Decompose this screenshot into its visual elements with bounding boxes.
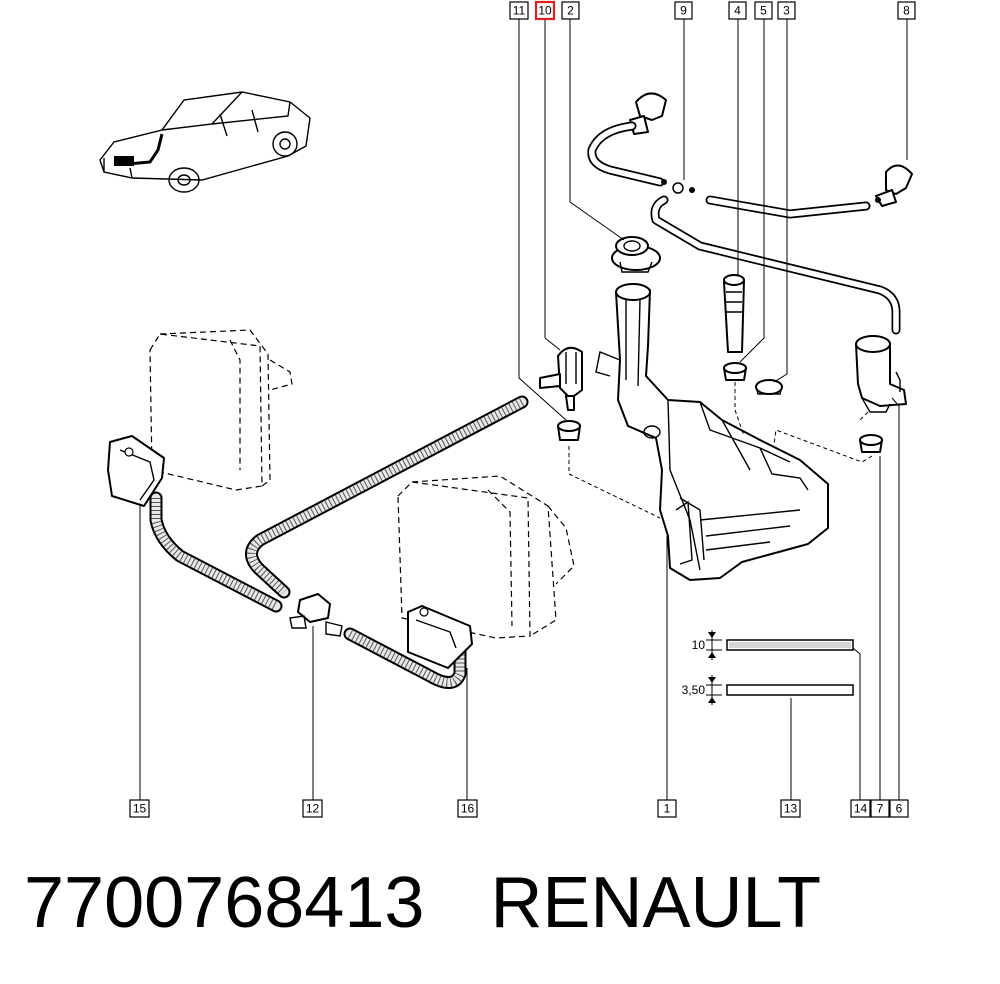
callout-15[interactable]: 15 (129, 799, 150, 818)
callout-5[interactable]: 5 (754, 1, 773, 20)
windscreen-tubing (587, 121, 901, 335)
svg-text:5: 5 (760, 4, 767, 18)
callout-16[interactable]: 16 (457, 799, 478, 818)
callout-2[interactable]: 2 (561, 1, 580, 20)
pipe-connector-4 (723, 274, 745, 353)
part-caption: 7700768413 RENAULT (24, 858, 821, 948)
filler-cap (611, 236, 661, 273)
headlamp-jet-15 (107, 435, 165, 507)
svg-text:4: 4 (734, 4, 741, 18)
grommet-5 (723, 362, 747, 381)
callout-4[interactable]: 4 (728, 1, 747, 20)
svg-text:9: 9 (680, 4, 687, 18)
svg-text:12: 12 (306, 802, 320, 816)
callout-1[interactable]: 1 (657, 799, 677, 818)
svg-text:10: 10 (538, 4, 552, 18)
headlamp-hoses (149, 395, 529, 689)
svg-text:6: 6 (896, 802, 903, 816)
svg-text:7: 7 (877, 802, 884, 816)
svg-text:13: 13 (784, 802, 798, 816)
callout-10[interactable]: 10 (534, 0, 556, 21)
callout-7[interactable]: 7 (870, 799, 890, 818)
hose-gauge-3-50 (706, 675, 854, 705)
svg-text:2: 2 (567, 4, 574, 18)
washer-pump (855, 335, 907, 413)
brand-name: RENAULT (490, 863, 822, 943)
callout-9[interactable]: 9 (674, 1, 693, 20)
dimension-label-3-50: 3,50 (682, 683, 706, 697)
svg-text:1: 1 (664, 802, 671, 816)
plug-3 (755, 379, 783, 395)
part-number: 7700768413 (24, 863, 425, 943)
headlamp-right-outline (397, 475, 575, 639)
leader-lines (139, 19, 908, 800)
grommet-11 (557, 420, 581, 441)
grommet-7 (859, 434, 883, 453)
svg-text:14: 14 (854, 802, 868, 816)
svg-text:3: 3 (783, 4, 790, 18)
hose-gauge-10 (706, 630, 854, 660)
jet-left (629, 92, 667, 135)
callout-3[interactable]: 3 (777, 1, 796, 20)
callout-12[interactable]: 12 (302, 799, 323, 818)
callout-6[interactable]: 6 (889, 799, 909, 818)
svg-text:15: 15 (133, 802, 147, 816)
car-thumbnail (99, 91, 311, 193)
svg-text:8: 8 (903, 4, 910, 18)
headlamp-jet-16 (407, 605, 473, 669)
dimension-label-10: 10 (692, 638, 706, 652)
valve-12 (289, 593, 343, 637)
washer-reservoir (595, 283, 829, 581)
headlamp-left-outline (149, 329, 293, 491)
callout-14[interactable]: 14 (850, 799, 871, 818)
callout-8[interactable]: 8 (897, 1, 916, 20)
callout-13[interactable]: 13 (780, 799, 801, 818)
svg-text:16: 16 (461, 802, 475, 816)
level-sensor-10 (539, 346, 583, 411)
callout-11[interactable]: 11 (509, 1, 529, 20)
svg-text:11: 11 (513, 4, 526, 18)
exploded-parts-diagram: 10 3,50 (99, 0, 916, 818)
jet-right (875, 164, 913, 207)
